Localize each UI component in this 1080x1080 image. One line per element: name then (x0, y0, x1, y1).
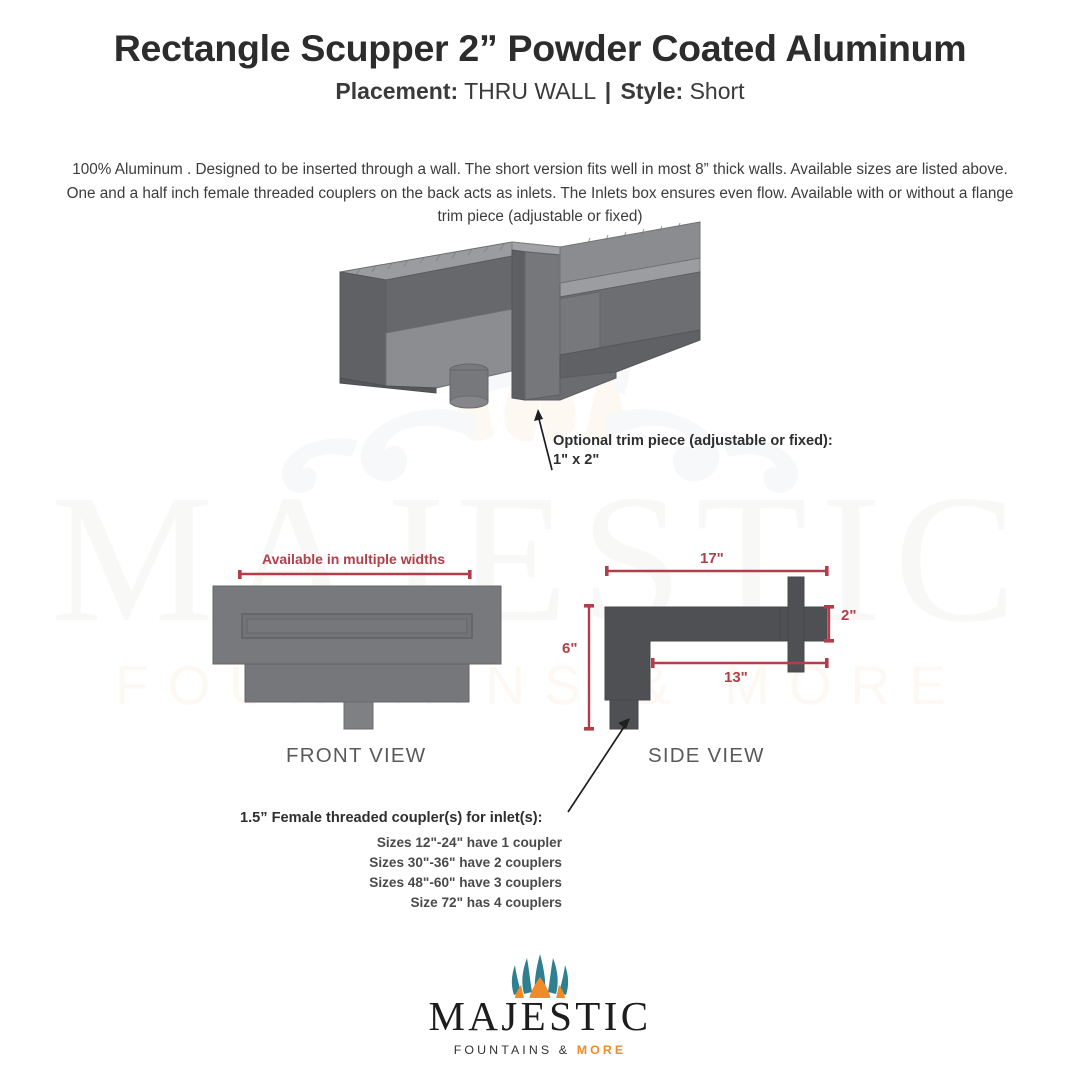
page-header: Rectangle Scupper 2” Powder Coated Alumi… (0, 0, 1080, 106)
coupler-size-list: Sizes 12"-24" have 1 coupler Sizes 30"-3… (240, 833, 562, 913)
coupler-callout: 1.5” Female threaded coupler(s) for inle… (240, 810, 562, 913)
list-item: Sizes 12"-24" have 1 coupler (376, 835, 562, 850)
front-width-dimension (238, 570, 472, 579)
list-item: Sizes 30"-36" have 2 couplers (369, 854, 562, 870)
coupler-callout-arrow (567, 718, 630, 813)
body-height-label: 6" (562, 640, 578, 657)
page-title: Rectangle Scupper 2” Powder Coated Alumi… (113, 27, 967, 69)
list-item: Sizes 48"-60" have 3 couplers (369, 874, 562, 890)
trim-piece-callout: Optional trim piece (adjustable or fixed… (553, 432, 833, 471)
logo-tagline: FOUNTAINS & MORE (390, 1044, 690, 1056)
coupler-callout-heading: 1.5” Female threaded coupler(s) for inle… (240, 810, 543, 826)
isometric-view (339, 221, 701, 471)
spout-height-label: 2" (841, 607, 857, 624)
style-label: Style: (620, 78, 684, 104)
overall-length-label: 17" (700, 550, 724, 567)
subtitle-separator: | (604, 78, 612, 104)
trim-callout-line1: Optional trim piece (adjustable or fixed… (553, 433, 833, 449)
product-description: 100% Aluminum . Designed to be inserted … (66, 161, 1014, 225)
logo-tagline-accent: MORE (576, 1043, 627, 1057)
placement-label: Placement: (335, 78, 459, 104)
side-dimensions (584, 566, 834, 731)
logo-wordmark: MAJESTIC (428, 993, 652, 1039)
front-view-label: FRONT VIEW (286, 744, 427, 767)
fountain-ornament-icon (511, 954, 569, 998)
front-view-drawing (212, 585, 502, 730)
width-dimension-label: Available in multiple widths (262, 551, 446, 567)
trim-callout-line2: 1" x 2" (553, 452, 600, 469)
placement-value: THRU WALL (464, 78, 596, 104)
brand-logo: MAJESTIC FOUNTAINS & MORE (390, 950, 690, 1056)
logo-tagline-primary: FOUNTAINS & (453, 1043, 571, 1057)
side-view-label: SIDE VIEW (648, 744, 765, 767)
style-value: Short (689, 78, 745, 104)
list-item: Size 72" has 4 couplers (410, 894, 562, 910)
spout-length-label: 13" (724, 669, 748, 686)
product-subtitle: Placement: THRU WALL | Style: Short (0, 69, 1080, 106)
side-view-drawing (604, 576, 828, 730)
